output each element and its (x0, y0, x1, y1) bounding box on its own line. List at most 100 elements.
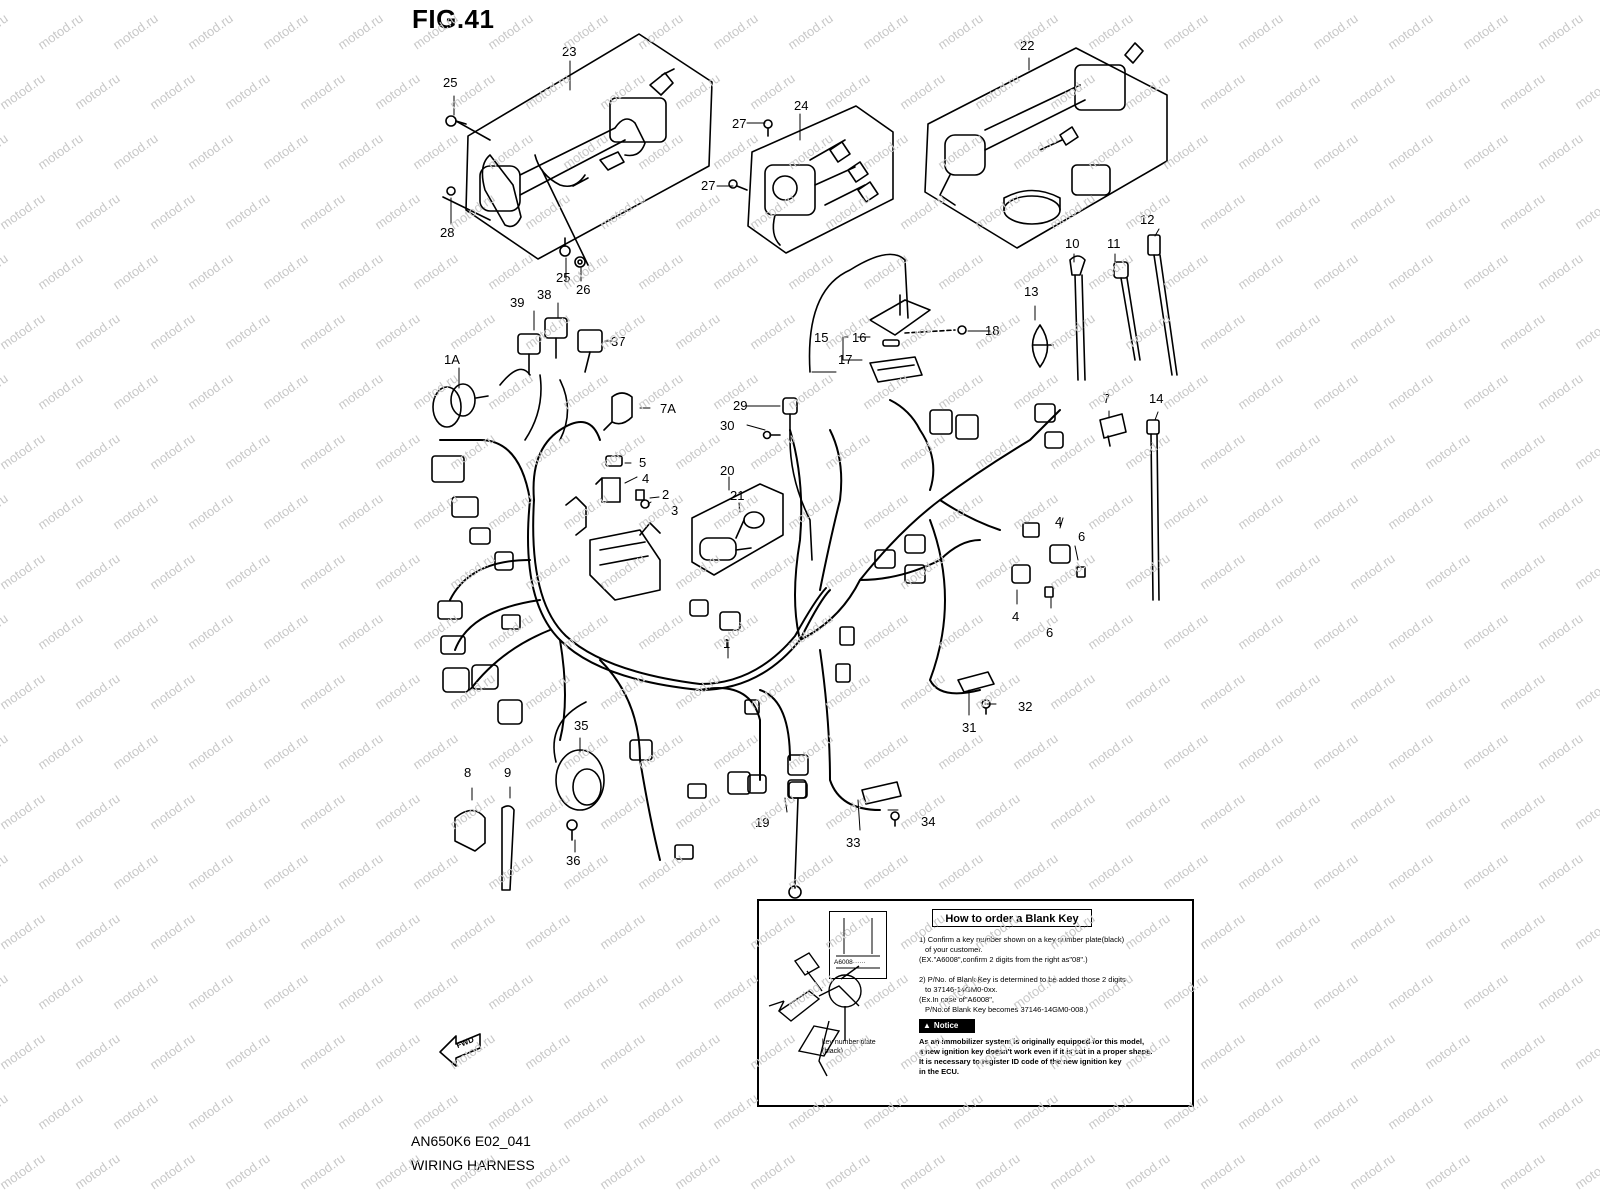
callout-30: 30 (720, 418, 735, 433)
switch-29 (782, 397, 813, 561)
callout-31: 31 (962, 720, 977, 735)
callout-7: 7 (1103, 391, 1111, 406)
callout-27-top: 27 (732, 116, 747, 131)
callout-12: 12 (1140, 212, 1155, 227)
callout-1: 1 (723, 636, 731, 651)
fwd-arrow-icon (439, 1033, 481, 1067)
callout-32: 32 (1018, 699, 1033, 714)
callout-33: 33 (846, 835, 861, 850)
ground-wire-19 (788, 781, 808, 899)
screw-30 (762, 430, 781, 440)
fuse-box (565, 496, 661, 601)
callout-21: 21 (730, 488, 745, 503)
key-plate-outline-icon (836, 918, 880, 969)
band-9 (501, 805, 515, 891)
screw-34 (890, 811, 900, 827)
grommet-1A (432, 383, 489, 428)
clamp-31 (957, 671, 995, 693)
key-plate-code: A6008······ (834, 959, 866, 966)
connector-39 (517, 333, 541, 375)
ignition-switch-set-23 (465, 33, 713, 260)
callout-27-bottom: 27 (701, 178, 716, 193)
wire-tie-14 (1146, 419, 1160, 601)
screw-27-top (763, 119, 773, 137)
instruction-line: to 37146-14GM0-0xx. (925, 985, 998, 994)
instruction-line: 2) P/No. of Blank Key is determined to b… (919, 975, 1126, 984)
screw-25-bottom (559, 237, 571, 257)
instruction-line: (Ex.In case of"A6008", (919, 995, 994, 1004)
notice-tag: ▲Notice (919, 1019, 975, 1033)
figure-title: FIG.41 (412, 4, 495, 34)
instruction-line: (EX."A6008",confirm 2 digits from the ri… (919, 955, 1088, 964)
callout-3: 3 (671, 503, 679, 518)
callout-14: 14 (1149, 391, 1164, 406)
instruction-line: P/No.of Blank Key becomes 37146-14GM0-00… (925, 1005, 1089, 1014)
connector-37 (577, 329, 603, 373)
callout-9: 9 (504, 765, 512, 780)
screw-18 (904, 325, 967, 335)
key-number-plate: A6008······ (829, 911, 887, 979)
clamp-33 (861, 781, 902, 805)
clip-3 (640, 499, 650, 509)
ignition-switch-set-22 (924, 42, 1168, 249)
notice-label: Notice (933, 1021, 959, 1030)
callout-10: 10 (1065, 236, 1080, 251)
callout-39: 39 (510, 295, 525, 310)
diagram-title: WIRING HARNESS (411, 1157, 535, 1173)
bolt-36 (566, 819, 578, 841)
notice-line: As an immobilizer system is originally e… (919, 1037, 1145, 1046)
callout-24: 24 (794, 98, 809, 113)
instruction-line: of your customer. (925, 945, 983, 954)
callout-34: 34 (921, 814, 936, 829)
accessory-socket-box-20 (691, 483, 784, 576)
bracket-4-left (595, 477, 621, 503)
blank-key-info-box: How to order a Blank Key A6008······ key… (757, 899, 1194, 1107)
clamp-10 (1069, 255, 1086, 381)
callout-23: 23 (562, 44, 577, 59)
key-plate-label: key number plate (black) (822, 1039, 876, 1055)
clamp-13 (1031, 324, 1054, 368)
callout-22: 22 (1020, 38, 1035, 53)
boot-7A (603, 392, 633, 431)
relay-7 (1099, 413, 1127, 447)
callout-16: 16 (852, 330, 867, 345)
callout-38: 38 (537, 287, 552, 302)
washer-28 (446, 186, 456, 196)
clip-2 (635, 489, 645, 501)
callout-5: 5 (639, 455, 647, 470)
callout-29: 29 (733, 398, 748, 413)
callout-25-top: 25 (443, 75, 458, 90)
screw-27-bottom (728, 179, 748, 191)
callout-17: 17 (838, 352, 853, 367)
connector-38 (544, 317, 568, 359)
callout-13: 13 (1024, 284, 1039, 299)
clamp-8 (454, 809, 486, 852)
socket-21 (699, 511, 765, 561)
callout-18: 18 (985, 323, 1000, 338)
wire-tie-12 (1147, 234, 1178, 376)
callout-4-right-bottom: 4 (1012, 609, 1020, 624)
callout-20: 20 (720, 463, 735, 478)
callout-35: 35 (574, 718, 589, 733)
ecm-bracket-15 (808, 253, 931, 373)
blank-key-instructions: 1) Confirm a key number shown on a key n… (919, 935, 1189, 1015)
connectors-right (835, 403, 1086, 683)
notice-line: in the ECU. (919, 1067, 960, 1076)
callout-1A: 1A (444, 352, 460, 367)
connectors-bottom (629, 599, 809, 860)
model-code: AN650K6 E02_041 (411, 1133, 531, 1149)
callout-11: 11 (1107, 236, 1121, 251)
callout-28: 28 (440, 225, 455, 240)
notice-line: It is necessary to register ID code of t… (919, 1057, 1122, 1066)
instruction-line (919, 965, 1189, 975)
notice-line: a new ignition key doesn't work even if … (919, 1047, 1153, 1056)
callout-15: 15 (814, 330, 829, 345)
callout-2: 2 (662, 487, 670, 502)
warning-icon: ▲ (923, 1021, 931, 1030)
washer-26 (574, 256, 586, 268)
callout-4-right-top: 4 (1055, 514, 1063, 529)
callout-7A: 7A (660, 401, 676, 416)
callout-25-bottom: 25 (556, 270, 571, 285)
fuse-16 (882, 339, 900, 347)
